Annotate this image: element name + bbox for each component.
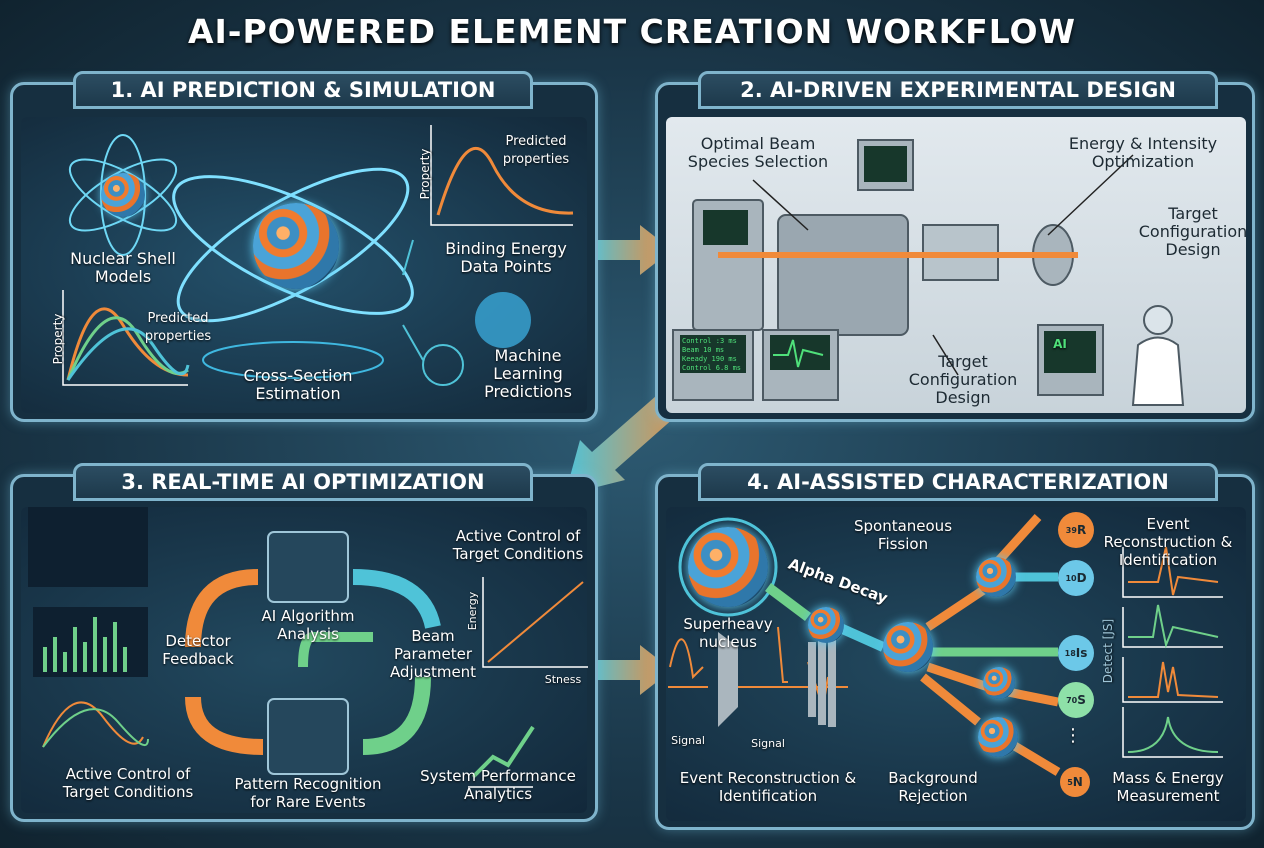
- axis-property-bottom: Property: [51, 313, 65, 365]
- label-ml-predictions: Machine Learning Predictions: [484, 346, 572, 401]
- arrow-3-to-4: [585, 645, 672, 695]
- axis-energy: Energy: [466, 591, 479, 631]
- label-predicted-bottom: Predicted properties: [144, 311, 212, 344]
- panel-title: 1. AI PREDICTION & SIMULATION: [73, 71, 533, 109]
- label-ai-algorithm: AI Algorithm Analysis: [261, 607, 355, 643]
- console-row: Beam 10 ms: [682, 346, 725, 354]
- label-performance-analytics: System Performance Analytics: [420, 767, 576, 803]
- label-shell-models: Nuclear Shell Models: [70, 249, 176, 286]
- label-signal-1: Signal: [671, 734, 705, 747]
- fragment-icon: [978, 717, 1018, 757]
- label-mass-energy: Mass & Energy Measurement: [1112, 769, 1224, 805]
- label-signal-2: Signal: [751, 737, 785, 750]
- label-predicted-top: Predicted properties: [502, 134, 570, 167]
- axis-property-top: Property: [418, 148, 432, 200]
- label-event-bottom: Event Reconstruction & Identification: [679, 769, 857, 805]
- axis-stress: Stness: [544, 673, 582, 686]
- console-row: Control 6.8 ms: [682, 364, 742, 372]
- label-target-config-bottom: Target Configuration Design: [908, 352, 1018, 407]
- fragment-icon: [976, 557, 1016, 597]
- ai-screen-label: AI: [1053, 337, 1067, 351]
- atom-icon: [253, 203, 339, 289]
- prediction-graphics: [62, 125, 574, 386]
- panel-realtime-optimization: 3. REAL-TIME AI OPTIMIZATION AI Algorith…: [10, 463, 598, 822]
- label-fission: Spontaneous Fission: [853, 517, 953, 553]
- arrow-1-to-2: [585, 225, 672, 275]
- accelerator-graphics: [672, 139, 1185, 406]
- page-title: AI-POWERED ELEMENT CREATION WORKFLOW: [187, 12, 1077, 51]
- superheavy-nucleus-icon: [688, 527, 768, 607]
- label-target-config-right: Target Configuration Design: [1138, 204, 1248, 259]
- label-active-control-top: Active Control of Target Conditions: [452, 527, 584, 563]
- panel-ai-prediction: 1. AI PREDICTION & SIMULATION Nuclear Sh…: [10, 71, 598, 422]
- label-background-rejection: Background Rejection: [888, 769, 978, 805]
- label-beam-selection: Optimal Beam Species Selection: [687, 134, 829, 171]
- panel-title: 4. AI-ASSISTED CHARACTERIZATION: [698, 463, 1218, 501]
- daughter-nucleus-icon: [883, 622, 933, 672]
- label-pattern-recognition: Pattern Recognition for Rare Events: [234, 775, 382, 811]
- label-detector-feedback: Detector Feedback: [162, 632, 234, 668]
- label-binding-energy: Binding Energy Data Points: [445, 239, 567, 276]
- panel-title: 2. AI-DRIVEN EXPERIMENTAL DESIGN: [698, 71, 1218, 109]
- decay-graphics: [668, 513, 1223, 776]
- label-energy-optimization: Energy & Intensity Optimization: [1068, 134, 1218, 171]
- label-cross-section: Cross-Section Estimation: [243, 366, 353, 403]
- console-row: Keeady 190 ms: [682, 355, 737, 363]
- ellipsis: ⋮: [1064, 725, 1082, 746]
- alpha-nucleus-icon: [808, 607, 844, 643]
- console-row: Control :3 ms: [682, 337, 737, 345]
- console-readout: Control :3 ms Beam 10 ms Keeady 190 ms C…: [682, 337, 744, 373]
- label-superheavy: Superheavy nucleus: [683, 615, 773, 651]
- panel-experimental-design: 2. AI-DRIVEN EXPERIMENTAL DESIGN Optimal…: [655, 71, 1255, 422]
- fragment-icon: [983, 667, 1015, 699]
- label-beam-adjustment: Beam Parameter Adjustment: [389, 627, 477, 681]
- nucleus-icon: [101, 173, 145, 217]
- label-active-control-bottom: Active Control of Target Conditions: [62, 765, 194, 801]
- label-event-top: Event Reconstruction & Identification: [1103, 515, 1233, 569]
- panel-title: 3. REAL-TIME AI OPTIMIZATION: [73, 463, 533, 501]
- axis-detect: Detect [JS]: [1101, 618, 1115, 684]
- optimization-graphics: [28, 507, 588, 788]
